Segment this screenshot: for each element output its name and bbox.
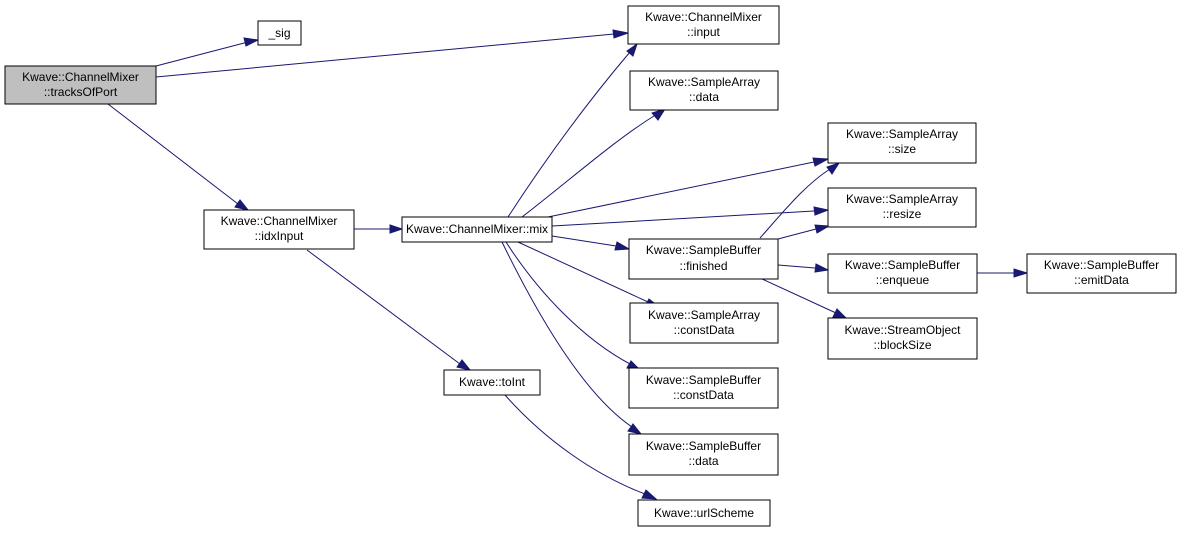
edge-sbfinished-soblock <box>761 278 837 314</box>
node-tracks-of-port-line2: ::tracksOfPort <box>44 85 118 99</box>
node-samplearray-data[interactable]: Kwave::SampleArray ::data <box>629 70 779 111</box>
edge-sbfinished-soblock-arrowhead <box>832 308 848 319</box>
node-samplearray-data-line1: Kwave::SampleArray <box>648 75 760 89</box>
node-idx-input-line2: ::idxInput <box>255 229 304 243</box>
node-samplearray-constdata-line2: ::constData <box>674 323 735 337</box>
edge-mix-sbfinished-arrowhead <box>614 241 631 251</box>
edge-sbfinished-saresize-arrowhead <box>814 224 831 234</box>
node-samplebuffer-data-line1: Kwave::SampleBuffer <box>646 439 761 453</box>
edge-mix-saresize-arrowhead <box>813 206 830 216</box>
edge-mix-sbdata <box>501 241 633 428</box>
node-mix-label: Kwave::ChannelMixer::mix <box>406 222 548 236</box>
node-url-scheme-label: Kwave::urlScheme <box>654 506 754 520</box>
edge-mix-sasize <box>547 161 815 218</box>
edge-mix-sadata <box>521 115 655 218</box>
edge-sbfinished-sbenqueue-arrowhead <box>814 263 830 273</box>
node-samplearray-resize-line1: Kwave::SampleArray <box>846 192 958 206</box>
node-streamobject-blocksize-line2: ::blockSize <box>873 338 931 352</box>
node-samplebuffer-constdata[interactable]: Kwave::SampleBuffer ::constData <box>628 367 779 409</box>
node-samplearray-size[interactable]: Kwave::SampleArray ::size <box>827 122 977 164</box>
node-idx-input[interactable]: Kwave::ChannelMixer ::idxInput <box>203 209 355 250</box>
node-samplearray-constdata-line1: Kwave::SampleArray <box>648 308 760 322</box>
edge-tracks-idx <box>107 103 239 205</box>
edge-mix-input-arrowhead <box>626 42 638 57</box>
node-channelmixer-input-line1: Kwave::ChannelMixer <box>645 10 762 24</box>
node-sig-label: _sig <box>267 26 290 40</box>
edge-sbfinished-sasize-arrowhead <box>826 162 841 175</box>
node-samplebuffer-enqueue-line2: ::enqueue <box>876 273 930 287</box>
edge-mix-sbdata-arrowhead <box>627 423 643 435</box>
node-samplebuffer-enqueue-line1: Kwave::SampleBuffer <box>845 258 960 272</box>
node-samplearray-size-line1: Kwave::SampleArray <box>846 127 958 141</box>
node-idx-input-line1: Kwave::ChannelMixer <box>221 214 338 228</box>
node-sig[interactable]: _sig <box>257 20 302 46</box>
edge-sbfinished-sbenqueue <box>777 264 816 269</box>
node-samplebuffer-constdata-line2: ::constData <box>673 388 734 402</box>
edge-sbenqueue-sbemit-arrowhead <box>1013 268 1029 278</box>
edge-toint-url-arrowhead <box>641 489 658 500</box>
node-samplebuffer-finished-line2: ::finished <box>679 259 727 273</box>
edge-mix-sbfinished <box>551 235 617 247</box>
node-samplebuffer-emitdata-line2: ::emitData <box>1074 273 1129 287</box>
node-url-scheme[interactable]: Kwave::urlScheme <box>637 499 771 527</box>
edge-idx-mix-arrowhead <box>389 224 404 234</box>
edge-mix-saconst <box>517 241 649 303</box>
node-samplebuffer-finished-line1: Kwave::SampleBuffer <box>646 243 761 257</box>
node-channelmixer-input[interactable]: Kwave::ChannelMixer ::input <box>627 5 780 45</box>
node-samplearray-data-line2: ::data <box>689 90 719 104</box>
node-toint[interactable]: Kwave::toInt <box>443 369 541 396</box>
node-samplebuffer-constdata-line1: Kwave::SampleBuffer <box>646 373 761 387</box>
node-samplebuffer-emitdata-line1: Kwave::SampleBuffer <box>1044 258 1159 272</box>
node-samplebuffer-finished[interactable]: Kwave::SampleBuffer ::finished <box>628 238 779 280</box>
node-samplebuffer-data-line2: ::data <box>688 454 718 468</box>
edge-mix-sadata-arrowhead <box>651 108 667 121</box>
edge-idx-toint <box>306 249 461 365</box>
edge-tracks-input <box>155 33 615 78</box>
edge-tracks-input-arrowhead <box>612 29 630 39</box>
edge-idx-toint-arrowhead <box>456 359 472 371</box>
node-toint-label: Kwave::toInt <box>459 375 526 389</box>
node-samplearray-resize[interactable]: Kwave::SampleArray ::resize <box>827 187 977 228</box>
node-streamobject-blocksize[interactable]: Kwave::StreamObject ::blockSize <box>827 317 978 360</box>
edge-tracks-idx-arrowhead <box>234 199 250 211</box>
node-streamobject-blocksize-line1: Kwave::StreamObject <box>844 323 961 337</box>
node-samplebuffer-data[interactable]: Kwave::SampleBuffer ::data <box>628 433 779 476</box>
node-channelmixer-input-line2: ::input <box>687 25 720 39</box>
node-samplebuffer-enqueue[interactable]: Kwave::SampleBuffer ::enqueue <box>827 253 978 294</box>
node-mix[interactable]: Kwave::ChannelMixer::mix <box>401 216 553 243</box>
edge-mix-saresize <box>551 210 815 227</box>
edge-toint-url <box>504 394 646 495</box>
edge-tracks-sig-arrowhead <box>243 37 260 47</box>
node-tracks-of-port[interactable]: Kwave::ChannelMixer ::tracksOfPort <box>4 65 157 105</box>
edge-mix-sbconst <box>505 241 631 365</box>
edges <box>107 29 1029 500</box>
edge-mix-sasize-arrowhead <box>812 157 830 167</box>
node-samplearray-resize-line2: ::resize <box>883 207 922 221</box>
edge-sbfinished-saresize <box>777 228 817 240</box>
edge-sbfinished-sasize <box>759 168 831 239</box>
edge-mix-input <box>507 51 631 218</box>
node-samplearray-constdata[interactable]: Kwave::SampleArray ::constData <box>629 302 779 344</box>
edge-tracks-sig <box>155 41 249 67</box>
node-samplebuffer-emitdata[interactable]: Kwave::SampleBuffer ::emitData <box>1026 253 1177 294</box>
node-samplearray-size-line2: ::size <box>888 142 916 156</box>
node-tracks-of-port-line1: Kwave::ChannelMixer <box>22 70 139 84</box>
